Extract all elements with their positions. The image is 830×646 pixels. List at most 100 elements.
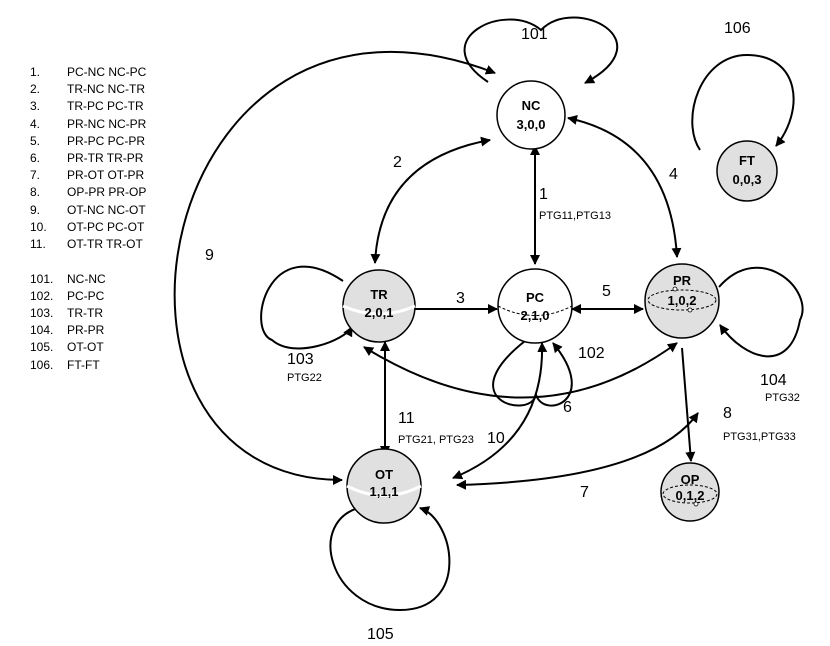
node-pc-values: 2,1,0 — [521, 308, 550, 323]
node-op-values: 0,1,2 — [676, 488, 705, 503]
edge-label-4: 4 — [669, 166, 678, 183]
node-op-equator — [662, 484, 718, 504]
legend-row: 10. OT-PC PC-OT — [30, 219, 146, 236]
edge-label-7: 7 — [580, 484, 589, 501]
node-pc-name: PC — [526, 290, 545, 305]
ptg-label-11: PTG21, PTG23 — [398, 434, 474, 446]
legend-text: PR-TR TR-PR — [67, 150, 144, 165]
loop-label-103: 103 — [287, 351, 314, 368]
legend-row: 106. FT-FT — [30, 357, 146, 374]
node-tr-equator — [342, 304, 416, 316]
loop-label-101: 101 — [521, 26, 548, 43]
edge-label-2: 2 — [393, 154, 402, 171]
legend-num: 8. — [30, 185, 41, 200]
legend-row: 5. PR-PC PC-PR — [30, 133, 146, 150]
legend-text: PR-PC PC-PR — [67, 133, 146, 148]
legend-row: 104.PR-PR — [30, 322, 146, 339]
edge-label-11: 11 — [398, 410, 415, 427]
legend-row: 105. OT-OT — [30, 339, 146, 356]
legend-row: 3. TR-PC PC-TR — [30, 98, 146, 115]
loop-label-102: 102 — [578, 345, 605, 362]
loop-label-104: 104 — [760, 372, 787, 389]
legend-num: 2. — [30, 82, 41, 97]
legend-num: 4. — [30, 116, 41, 131]
node-ft-values: 0,0,3 — [733, 172, 762, 187]
legend-num: 3. — [30, 99, 41, 114]
legend-num: 101. — [30, 271, 54, 286]
node-pr-name: PR — [673, 273, 692, 288]
edge-6 — [363, 342, 678, 399]
loop-label-105: 105 — [367, 626, 394, 643]
loop-104 — [718, 266, 804, 358]
legend-row: 11. OT-TR TR-OT — [30, 236, 146, 253]
edge-label-5: 5 — [602, 283, 611, 300]
legend-row: 6. PR-TR TR-PR — [30, 150, 146, 167]
node-nc — [496, 80, 566, 150]
legend-num: 7. — [30, 168, 41, 183]
node-ot-equator — [346, 484, 422, 497]
node-pr-pole — [687, 307, 693, 313]
legend-num: 9. — [30, 202, 41, 217]
node-op-name: OP — [681, 472, 700, 487]
edge-label-3: 3 — [456, 290, 465, 307]
node-pr — [644, 263, 720, 339]
legend-text: OT-TR TR-OT — [67, 236, 143, 251]
legend-text: NC-NC — [67, 271, 106, 286]
node-pc-equator — [497, 305, 573, 316]
loop-103 — [260, 265, 353, 350]
node-op-pole — [693, 501, 699, 507]
legend-text: OT-NC NC-OT — [67, 202, 146, 217]
node-ot-name: OT — [375, 467, 393, 482]
edge-label-6: 6 — [563, 399, 572, 416]
node-tr-name: TR — [370, 287, 388, 302]
node-ot-values: 1,1,1 — [370, 484, 399, 499]
legend-text: FT-FT — [67, 357, 100, 372]
legend-row: 8. OP-PR PR-OP — [30, 184, 146, 201]
legend-row: 2. TR-NC NC-TR — [30, 81, 146, 98]
legend-num: 105. — [30, 340, 54, 355]
node-ft-name: FT — [739, 153, 755, 168]
node-pc — [497, 268, 573, 344]
node-pr-pole — [672, 286, 678, 292]
legend-text: TR-PC PC-TR — [67, 99, 144, 114]
legend-text: TR-TR — [67, 306, 103, 321]
legend-row: 4.PR-NC NC-PR — [30, 116, 146, 133]
legend-row: 7. PR-OT OT-PR — [30, 167, 146, 184]
edge-10 — [452, 342, 548, 480]
loop-101 — [463, 16, 619, 84]
ptg-label-1: PTG11,PTG13 — [539, 210, 611, 222]
legend-num: 11. — [30, 236, 46, 251]
loop-label-106: 106 — [724, 20, 751, 37]
edge-9 — [173, 50, 496, 485]
legend-num: 106. — [30, 357, 54, 372]
node-nc-name: NC — [522, 98, 541, 113]
ptg-label-8: PTG31,PTG33 — [723, 431, 796, 443]
legend-text: PR-PR — [67, 323, 105, 338]
legend: 1. PC-NC NC-PC 2. TR-NC NC-TR 3. TR-PC PC-T… — [30, 64, 146, 374]
legend-num: 1. — [30, 65, 41, 79]
legend-row: 102.PC-PC — [30, 288, 146, 305]
legend-text: OT-PC PC-OT — [67, 219, 145, 234]
node-ft — [716, 140, 778, 202]
legend-text: PC-NC NC-PC — [67, 65, 147, 79]
legend-text: PR-OT OT-PR — [67, 168, 145, 183]
legend-num: 6. — [30, 150, 41, 165]
node-pr-equator — [647, 289, 717, 311]
ptg-label-103: PTG22 — [287, 372, 322, 384]
legend-num: 5. — [30, 133, 41, 148]
legend-row: 1. PC-NC NC-PC — [30, 64, 146, 81]
edge-label-9: 9 — [205, 247, 214, 264]
legend-num: 102. — [30, 288, 54, 303]
edge-7 — [456, 412, 699, 490]
loop-106 — [691, 53, 795, 151]
node-op — [660, 462, 720, 522]
legend-text: OP-PR PR-OP — [67, 185, 147, 200]
legend-text: OT-OT — [67, 340, 104, 355]
legend-num: 10. — [30, 219, 47, 234]
edge-label-10: 10 — [487, 430, 505, 447]
legend-num: 103. — [30, 306, 54, 321]
edge-8 — [681, 347, 696, 462]
node-tr-values: 2,0,1 — [365, 305, 394, 320]
legend-text: TR-NC NC-TR — [67, 82, 145, 97]
